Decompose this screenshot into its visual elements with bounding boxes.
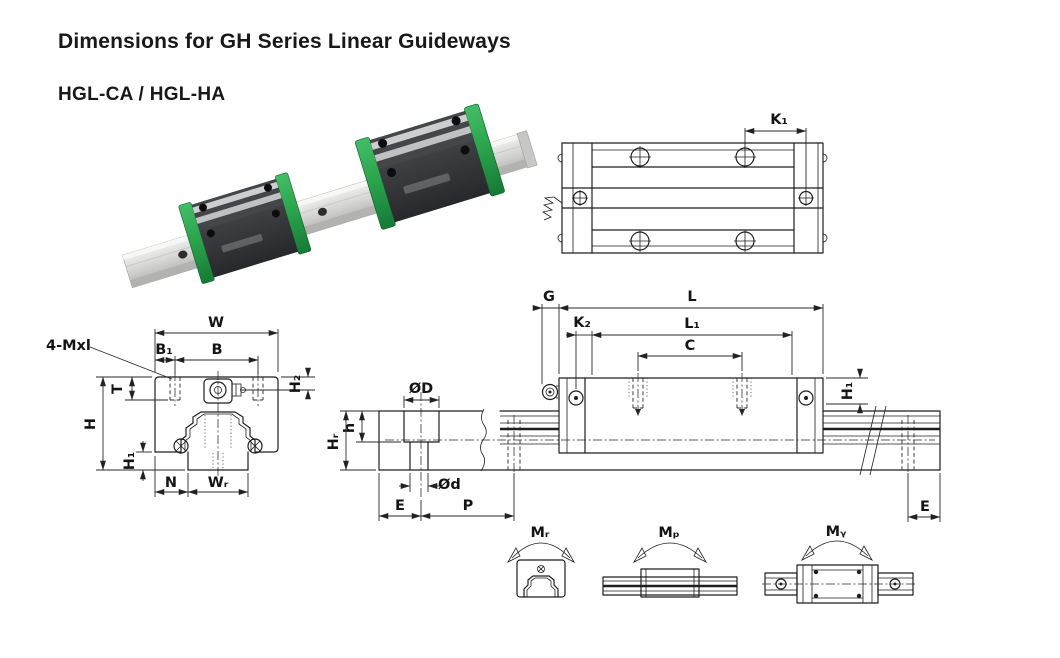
dim-label-g: G [543,289,555,305]
grease-nipple-icon [203,378,246,404]
moment-pitch: Mₚ [602,525,738,598]
rail-stripes [500,415,940,445]
moment-arrow-arc [637,542,703,559]
moment-label-mr: Mᵣ [530,525,549,541]
moment-arrow-arc [511,542,571,559]
endcap-hole-icon [568,390,814,406]
moment-label-mp: Mₚ [658,525,679,541]
block-cross-section-drawing: W B₁ B T H H₁ [46,315,315,497]
retainer-screw-icon [173,438,263,454]
side-view-drawing: G L K₂ L₁ C H₁ [378,289,941,476]
hidden-rail-holes [507,415,915,476]
dim-label-bore-D: ØD [409,381,433,397]
dim-label-n: N [165,475,177,491]
moment-arrow-arc [805,540,869,557]
rail-bolt-hole [178,250,188,259]
model-subtitle: HGL-CA / HGL-HA [58,84,226,105]
mounting-hole-icon [572,146,814,252]
dim-label-e-right: E [920,499,930,515]
dim-label-h2: H₂ [288,375,304,394]
dim-label-t: T [110,384,126,394]
dim-label-c: C [685,338,696,354]
tapped-hole-hidden-lines [169,372,264,406]
carriage-block-photo [178,172,312,284]
dim-label-bolt-d: Ød [438,477,461,493]
carriage-block-photo [354,103,505,230]
screw-callout-label: 4-Mxl [46,338,91,354]
dim-label-b1: B₁ [155,342,172,358]
break-line [859,405,877,476]
dim-label-k2: K₂ [573,315,591,331]
grease-fitting-icon [541,196,563,221]
dim-label-k1: K₁ [770,112,788,128]
dim-label-wr: Wᵣ [208,475,229,491]
dim-label-rail-height: Hᵣ [326,433,342,450]
dim-label-h: H [83,418,99,430]
moment-diagrams: Mᵣ Mₚ [506,524,916,604]
break-line [869,405,887,476]
dim-label-p: P [463,498,474,514]
moment-roll: Mᵣ [506,525,576,598]
dim-label-b: B [211,342,222,358]
dim-label-e: E [395,498,405,514]
grease-nipple-side-icon [541,383,559,401]
moment-yaw: Mᵧ [762,524,916,604]
dim-label-l: L [687,289,696,305]
dim-label-h1: H₁ [122,452,138,471]
dim-label-counterbore-depth: h [342,423,358,433]
page-title: Dimensions for GH Series Linear Guideway… [58,30,511,53]
dim-label-w: W [208,315,224,331]
dim-label-h1-side: H₁ [840,382,856,401]
rail-section-drawing: ØD h Hᵣ Ød E P [326,381,941,522]
moment-label-my: Mᵧ [826,524,847,540]
dim-label-l1: L₁ [684,316,700,332]
hidden-mount-holes [628,373,752,416]
top-view-drawing: K₁ [541,112,828,254]
rail-bolt-hole [317,207,327,216]
product-photo [121,103,538,289]
